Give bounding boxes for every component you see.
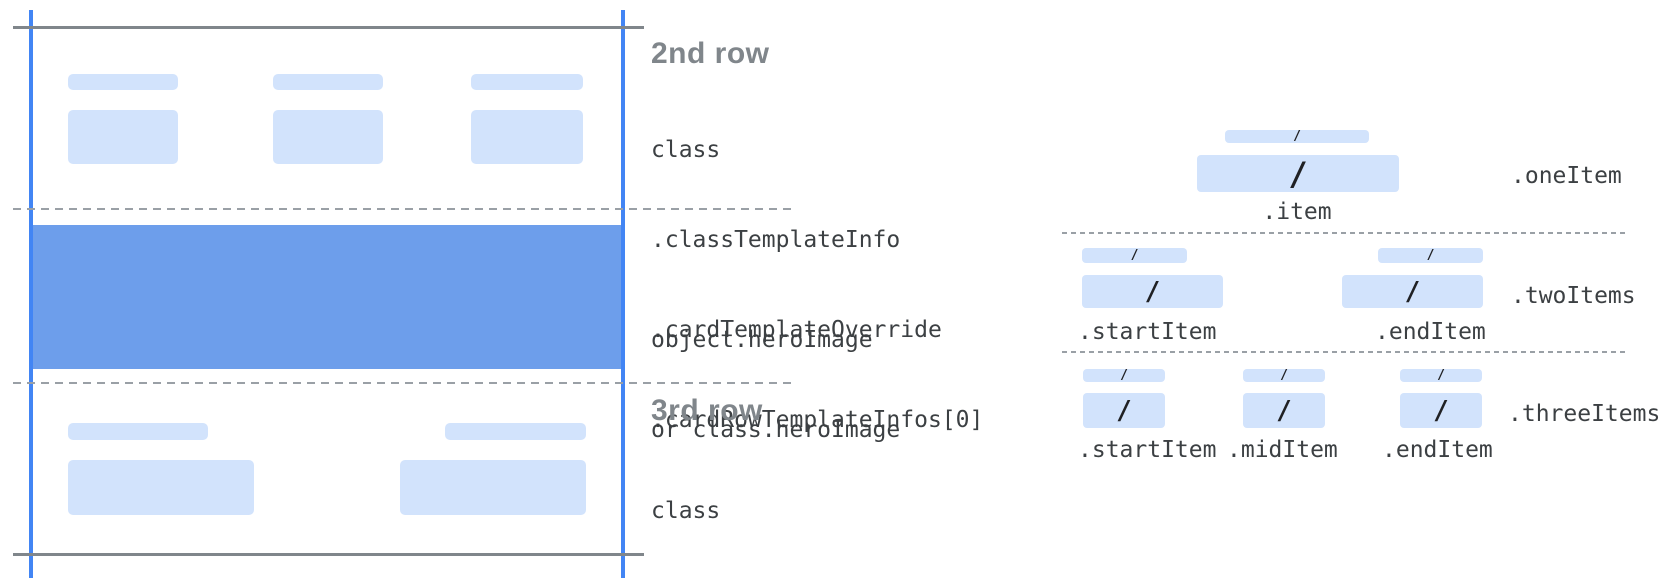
three-items-end-large-bar: /: [1400, 393, 1482, 428]
three-items-end-small-bar: /: [1400, 369, 1482, 382]
three-items-start-label: .startItem: [1078, 437, 1217, 463]
slash-glyph: /: [1437, 368, 1445, 383]
card-bottom-border-line: [13, 553, 644, 556]
row2-col3-label-placeholder: [471, 74, 583, 90]
slash-glyph: /: [1276, 395, 1292, 426]
slash-glyph: /: [1404, 276, 1421, 307]
slash-glyph: /: [1280, 368, 1288, 383]
second-row-heading: 2nd row: [651, 37, 770, 70]
hero-image-block: [33, 225, 621, 369]
item-label: .item: [1262, 199, 1332, 225]
two-items-start-label: .startItem: [1078, 319, 1217, 345]
row2-col2-value-placeholder: [273, 110, 383, 164]
row2-col1-value-placeholder: [68, 110, 178, 164]
row2-col1-label-placeholder: [68, 74, 178, 90]
two-three-separator-dashed-line: [1062, 351, 1626, 353]
three-items-start-small-bar: /: [1083, 369, 1165, 382]
two-items-end-small-bar: /: [1378, 248, 1483, 263]
three-items-mid-small-bar: /: [1243, 369, 1325, 382]
row3-left-label-placeholder: [68, 423, 208, 440]
three-items-start-large-bar: /: [1083, 393, 1165, 428]
two-items-row-label: .twoItems: [1511, 283, 1636, 309]
two-items-end-large-bar: /: [1342, 275, 1483, 308]
three-items-mid-large-bar: /: [1243, 393, 1325, 428]
row3-right-value-placeholder: [400, 460, 586, 515]
code-line: class: [651, 137, 721, 163]
row3-right-label-placeholder: [445, 423, 586, 440]
one-two-separator-dashed-line: [1062, 232, 1626, 234]
code-line: .cardRowTemplateInfos[0]: [651, 407, 984, 433]
two-items-start-large-bar: /: [1082, 275, 1223, 308]
third-row-heading: 3rd row: [651, 394, 763, 427]
row3-left-value-placeholder: [68, 460, 254, 515]
three-items-end-label: .endItem: [1382, 437, 1493, 463]
code-line: or class.heroImage: [651, 417, 901, 443]
slash-glyph: /: [1433, 395, 1449, 426]
card-right-guide-line: [621, 10, 625, 578]
card-left-guide-line: [29, 10, 33, 578]
third-row-separator-dashed-line: [13, 382, 795, 384]
slash-glyph: /: [1130, 248, 1139, 263]
slash-glyph: /: [1288, 154, 1308, 193]
slash-glyph: /: [1120, 368, 1128, 383]
code-line: .cardTemplateOverride: [651, 317, 942, 343]
second-row-code-block: class .classTemplateInfo .cardTemplateOv…: [651, 75, 983, 495]
slash-glyph: /: [1144, 276, 1161, 307]
one-item-row-label: .oneItem: [1511, 163, 1622, 189]
code-line: object.heroImage: [651, 327, 873, 353]
second-row-separator-dashed-line: [13, 208, 793, 210]
row2-col2-label-placeholder: [273, 74, 383, 90]
card-top-border-line: [13, 26, 644, 29]
two-items-end-label: .endItem: [1375, 319, 1486, 345]
slash-glyph: /: [1293, 129, 1301, 144]
slash-glyph: /: [1426, 248, 1435, 263]
code-line: .classTemplateInfo: [651, 227, 901, 253]
one-item-large-bar: /: [1197, 155, 1399, 192]
code-line: class: [651, 498, 721, 524]
hero-image-code-block: object.heroImage or class.heroImage: [651, 265, 900, 505]
one-item-small-bar: /: [1225, 130, 1369, 143]
two-items-start-small-bar: /: [1082, 248, 1187, 263]
row2-col3-value-placeholder: [471, 110, 583, 164]
slash-glyph: /: [1116, 395, 1132, 426]
three-items-mid-label: .midItem: [1227, 437, 1338, 463]
three-items-row-label: .threeItems: [1508, 401, 1661, 427]
third-row-code-block: class .classTemplateInfo .cardTemplateOv…: [651, 436, 983, 584]
